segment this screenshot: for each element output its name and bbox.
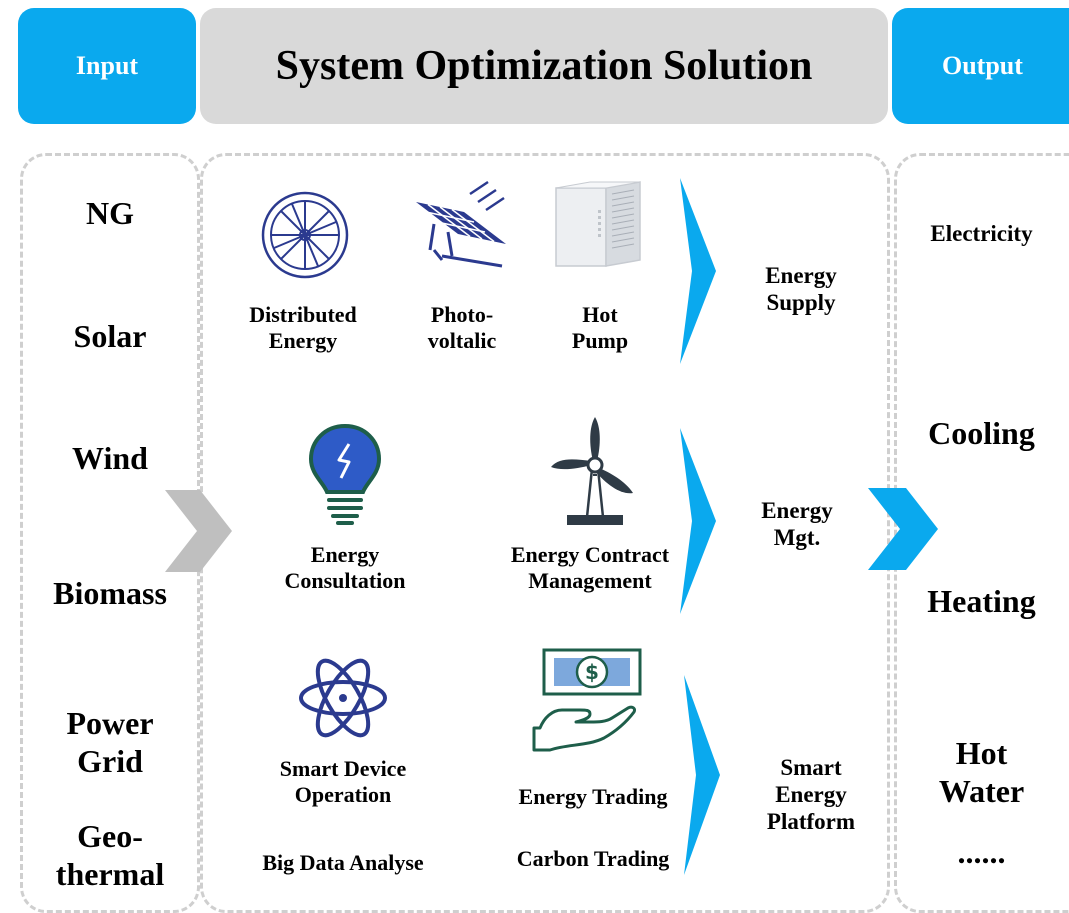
hot-pump-label: Hot Pump — [540, 302, 660, 354]
page-title: System Optimization Solution — [200, 8, 888, 124]
smart-device-line2: Operation — [294, 781, 392, 807]
smart-device-label: Smart Device Operation — [250, 756, 436, 808]
big-data-label: Big Data Analyse — [262, 850, 424, 875]
input-geothermal-line2: thermal — [55, 855, 165, 892]
gray-chevron-arrow-icon — [165, 490, 232, 572]
blue-chevron-arrow-icon — [868, 488, 938, 570]
input-header: Input — [18, 8, 196, 124]
input-geothermal: Geo- thermal — [20, 818, 200, 894]
smart-platform-chevron-icon — [684, 675, 720, 875]
smart-device-line1: Smart Device — [279, 756, 407, 781]
carbon-trading-label: Carbon Trading — [516, 846, 670, 871]
energy-trading-label: Energy Trading — [518, 784, 668, 809]
smart-energy-platform-line1: Smart — [780, 755, 842, 780]
distributed-energy-line1: Distributed — [249, 302, 357, 327]
energy-consultation-label: Energy Consultation — [262, 542, 428, 594]
output-more: ...... — [957, 834, 1006, 870]
energy-supply-chevron-icon — [680, 178, 716, 364]
hot-pump-line1: Hot — [582, 302, 618, 327]
output-hot-water: Hot Water — [894, 735, 1069, 811]
output-heating: Heating — [927, 583, 1036, 619]
svg-text:$: $ — [585, 660, 599, 684]
photovoltaic-line1: Photo- — [430, 302, 494, 327]
energy-contract-line2: Management — [528, 567, 652, 593]
input-biomass: Biomass — [53, 575, 167, 611]
smart-energy-platform-line2: Energy — [775, 782, 847, 808]
input-power-grid: Power Grid — [20, 705, 200, 781]
input-geothermal-line1: Geo- — [77, 818, 143, 854]
energy-mgt-chevron-icon — [680, 428, 716, 614]
photovoltaic-line2: voltalic — [427, 327, 497, 353]
energy-supply-line1: Energy — [765, 263, 837, 288]
energy-supply-label: Energy Supply — [726, 262, 876, 316]
wind-turbine-icon — [551, 417, 633, 525]
solar-panel-icon — [416, 180, 506, 268]
heat-pump-unit-icon — [555, 181, 641, 267]
output-hot-water-line1: Hot — [955, 735, 1008, 771]
output-hot-water-line2: Water — [938, 772, 1025, 809]
energy-contract-label: Energy Contract Management — [480, 542, 700, 594]
atom-icon — [299, 658, 387, 738]
photovoltaic-label: Photo- voltalic — [402, 302, 522, 354]
input-solar: Solar — [73, 318, 147, 354]
input-power-grid-line1: Power — [66, 705, 154, 741]
distributed-energy-label: Distributed Energy — [223, 302, 383, 354]
energy-mgt-label: Energy Mgt. — [722, 497, 872, 551]
hot-pump-line2: Pump — [571, 327, 629, 353]
output-header: Output — [892, 8, 1069, 124]
input-wind: Wind — [72, 440, 148, 476]
energy-mgt-line2: Mgt. — [773, 525, 821, 551]
smart-energy-platform-label: Smart Energy Platform — [736, 754, 886, 835]
input-power-grid-line2: Grid — [77, 742, 143, 779]
lightbulb-icon — [308, 423, 382, 525]
smart-energy-platform-line3: Platform — [766, 809, 856, 835]
energy-consultation-line1: Energy — [310, 542, 380, 567]
energy-contract-line1: Energy Contract — [510, 542, 670, 567]
output-electricity: Electricity — [930, 221, 1033, 246]
money-hand-icon: $ — [532, 648, 642, 752]
energy-supply-line2: Supply — [766, 290, 836, 316]
energy-mgt-line1: Energy — [761, 498, 833, 523]
input-ng: NG — [86, 195, 134, 231]
turbine-wheel-icon — [261, 191, 349, 279]
output-cooling: Cooling — [928, 415, 1035, 451]
distributed-energy-line2: Energy — [268, 327, 338, 353]
energy-consultation-line2: Consultation — [284, 567, 406, 593]
